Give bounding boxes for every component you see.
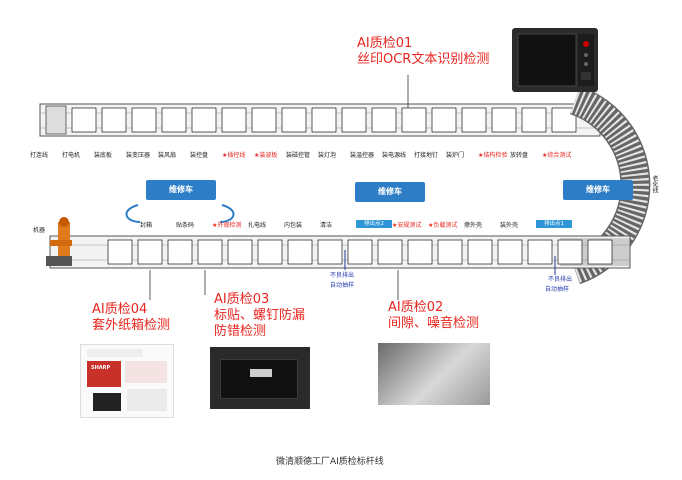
top-station-box (101, 107, 127, 133)
ai01-title: AI质检01 (357, 36, 413, 51)
carton-photo: SHARP (80, 344, 174, 418)
top-station-label: ★综合测试 (542, 152, 572, 159)
top-station-box (371, 107, 397, 133)
bottom-station-box (497, 239, 523, 265)
top-station-label: 装磁控管 (286, 152, 311, 159)
brand-text: SHARP (91, 365, 111, 371)
bottom-station-label: 贴条码 (176, 222, 195, 229)
top-station-box (341, 107, 367, 133)
top-station-label: 装炉门 (446, 152, 465, 159)
curve-label: 老化线 (651, 175, 658, 193)
bottom-station-box (437, 239, 463, 265)
ai03-title: AI质检03 (214, 292, 270, 307)
robot-arm-icon (46, 217, 72, 266)
bottom-station-boxes (107, 239, 613, 265)
bottom-station-box (317, 239, 343, 265)
repair-cart-2: 维修车 (355, 182, 425, 202)
top-station-box (521, 107, 547, 133)
top-station-box (251, 107, 277, 133)
top-station-box (71, 107, 97, 133)
top-station-label: 打接地钉 (414, 152, 439, 159)
bottom-station-label: ★负载测试 (428, 222, 458, 229)
bottom-station-box (557, 239, 583, 265)
bottom-station-box (287, 239, 313, 265)
top-station-box (131, 107, 157, 133)
repair-arrow-left (125, 204, 141, 223)
ai01-description: 丝印OCR文本识别检测 (357, 52, 490, 67)
top-station-label: ★结构检验 (478, 152, 508, 159)
bottom-station-box (587, 239, 613, 265)
top-station-label: 装底板 (94, 152, 113, 159)
bottom-station-box (467, 239, 493, 265)
repair-cart-1: 维修车 (146, 180, 216, 200)
ai04-title: AI质检04 (92, 302, 148, 317)
top-station-label: 打电机 (62, 152, 81, 159)
microwave-back-photo (210, 347, 310, 409)
bottom-station-box (227, 239, 253, 265)
bottom-station-label: ★安规测试 (392, 222, 422, 229)
bottom-station-box (377, 239, 403, 265)
top-station-label: 装变压器 (126, 152, 151, 159)
top-station-label: ★装波板 (254, 152, 278, 159)
ai04-description: 套外纸箱检测 (92, 318, 171, 333)
top-station-box (491, 107, 517, 133)
bottom-station-box (407, 239, 433, 265)
reject-1-line1: 不良排出 (330, 272, 355, 279)
top-station-label: 装灯泡 (318, 152, 337, 159)
top-station-box (191, 107, 217, 133)
repair-cart-3: 维修车 (563, 180, 633, 200)
bottom-station-label: 扎电线 (248, 222, 267, 229)
top-station-box (461, 107, 487, 133)
top-station-label: 装电源线 (382, 152, 407, 159)
top-station-label: 装控盘 (190, 152, 209, 159)
top-station-box (281, 107, 307, 133)
top-station-boxes (71, 107, 577, 133)
bottom-station-box (107, 239, 133, 265)
bottom-station-label: 封箱 (140, 222, 153, 229)
bottom-station-label: ★外观检测 (212, 222, 242, 229)
bottom-station-box (137, 239, 163, 265)
bottom-station-label: 清洁 (320, 222, 333, 229)
bottom-station-box (347, 239, 373, 265)
ai03-description-1: 标贴、螺钉防漏 (214, 308, 306, 323)
top-station-label: 装温控器 (350, 152, 375, 159)
top-station-label: 放转盘 (510, 152, 529, 159)
bottom-station-box (527, 239, 553, 265)
top-station-box (161, 107, 187, 133)
gap-inspection-photo (378, 343, 490, 405)
top-station-label: 装风扇 (158, 152, 177, 159)
top-station-label: 打连线 (30, 152, 49, 159)
figure-caption: 微清顺德工厂AI质检标杆线 (276, 457, 384, 467)
ai02-title: AI质检02 (388, 300, 444, 315)
repair-arrow-right (219, 204, 235, 223)
ai03-description-2: 防错检测 (214, 324, 267, 339)
bottom-station-label: 排出点2 (356, 220, 392, 228)
bottom-station-label: 装外壳 (500, 222, 519, 229)
bottom-station-label: 擦外壳 (464, 222, 483, 229)
top-station-label: ★插控线 (222, 152, 246, 159)
bottom-station-box (197, 239, 223, 265)
bottom-station-box (257, 239, 283, 265)
top-station-box (221, 107, 247, 133)
top-station-box (311, 107, 337, 133)
top-station-box (401, 107, 427, 133)
top-station-box (431, 107, 457, 133)
bottom-station-label: 排出点1 (536, 220, 572, 228)
bottom-station-label: 内包装 (284, 222, 303, 229)
microwave-image (512, 28, 598, 92)
reject-1-line2: 自动抽样 (330, 282, 355, 289)
reject-2-line1: 不良排出 (548, 276, 573, 283)
ai02-description: 间隙、噪音检测 (388, 316, 480, 331)
robot-label: 机器 (33, 227, 46, 234)
reject-2-line2: 自动抽样 (545, 286, 570, 293)
bottom-station-box (167, 239, 193, 265)
